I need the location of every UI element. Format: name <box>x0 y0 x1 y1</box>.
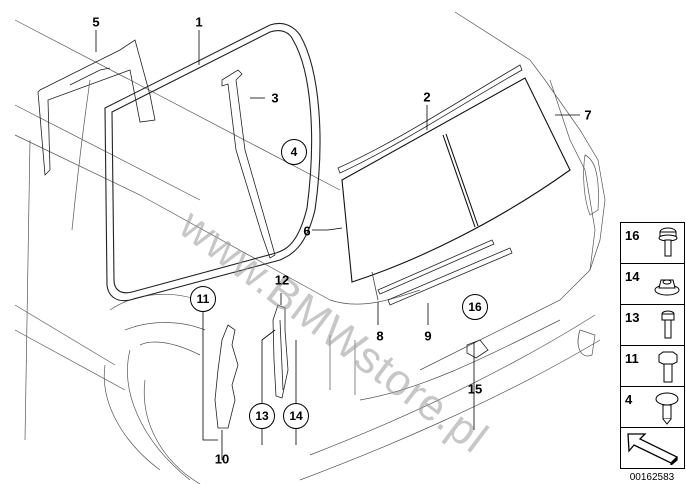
callout-7[interactable]: 7 <box>584 107 592 123</box>
torx-screw-icon <box>661 310 675 339</box>
part-3-pillar-seal <box>221 69 276 259</box>
legend-number: 4 <box>625 392 633 407</box>
part-2-upper-trim <box>337 64 523 174</box>
callout-11[interactable]: 11 <box>190 286 216 312</box>
document-id: 00162583 <box>629 472 675 483</box>
part-15-clip <box>466 339 489 359</box>
callout-2[interactable]: 2 <box>423 89 431 105</box>
callout-4[interactable]: 4 <box>281 139 307 165</box>
car-body-outline <box>14 11 606 484</box>
navigation-arrow-icon <box>627 433 679 465</box>
callout-13[interactable]: 13 <box>249 403 275 429</box>
part-12-bracket <box>272 304 289 399</box>
legend-item-14[interactable]: 14 <box>621 264 684 305</box>
legend-number: 16 <box>625 228 640 243</box>
part-10-bracket <box>214 324 239 429</box>
hardware-legend: 16 14 13 11 4 <box>620 222 685 469</box>
legend-number: 14 <box>625 269 640 284</box>
legend-item-16[interactable]: 16 <box>621 223 684 264</box>
legend-item-11[interactable]: 11 <box>621 346 684 387</box>
callout-5[interactable]: 5 <box>92 14 100 30</box>
callout-16[interactable]: 16 <box>462 294 488 320</box>
part-5-side-trim <box>37 39 156 231</box>
part-6-rear-window <box>341 77 571 283</box>
callout-9[interactable]: 9 <box>424 328 432 344</box>
legend-number: 11 <box>625 351 639 366</box>
callout-14[interactable]: 14 <box>283 403 309 429</box>
callout-3[interactable]: 3 <box>271 90 279 106</box>
part-1-door-seal <box>104 22 321 302</box>
legend-item-navigation[interactable] <box>621 428 684 468</box>
legend-number: 13 <box>625 310 640 325</box>
legend-item-4[interactable]: 4 <box>621 387 684 428</box>
callout-6[interactable]: 6 <box>303 223 311 239</box>
callout-15[interactable]: 15 <box>467 381 483 397</box>
part-8-9-lower-trims <box>371 239 513 306</box>
flange-nut-icon <box>654 279 680 296</box>
callout-10[interactable]: 10 <box>214 451 230 467</box>
callout-8[interactable]: 8 <box>376 328 384 344</box>
legend-item-13[interactable]: 13 <box>621 305 684 346</box>
leader-lines <box>95 30 580 460</box>
callout-1[interactable]: 1 <box>195 14 203 30</box>
callout-12[interactable]: 12 <box>274 272 290 288</box>
hex-bolt-icon <box>658 351 678 383</box>
screw-washer-icon <box>658 227 678 257</box>
expanding-rivet-icon <box>655 392 679 425</box>
